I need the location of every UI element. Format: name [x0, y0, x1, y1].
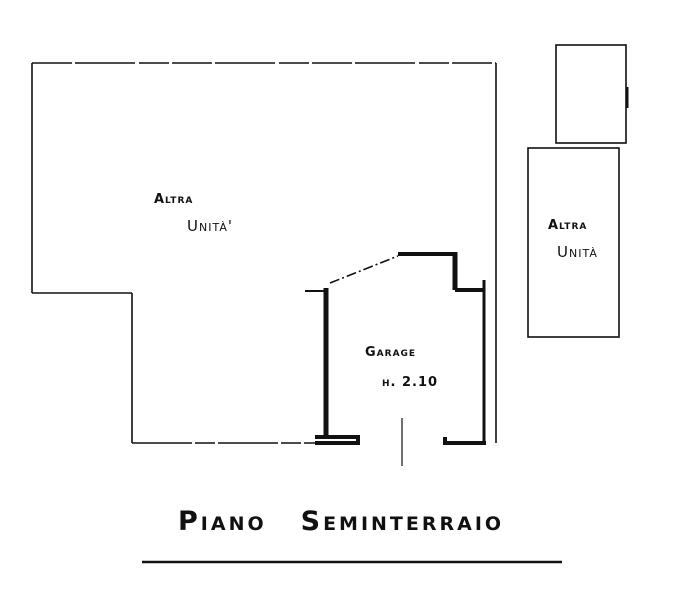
garage-height-label: h. 2.10 [382, 375, 439, 390]
garage-walls [305, 252, 486, 466]
floor-title: Piano Seminterraio [178, 506, 504, 537]
altra-unita-right-outline [527, 147, 620, 338]
altra-unita-right-label-line1: Altra [548, 218, 588, 233]
garage-label: Garage [365, 345, 417, 360]
floor-title-word2: Seminterraio [300, 506, 505, 537]
altra-unita-main-label-line1: Altra [154, 192, 194, 207]
altra-unita-main-label-line2: Unità' [187, 217, 233, 235]
floor-title-word1: Piano [178, 506, 267, 537]
altra-unita-right-label-line2: Unità [557, 243, 598, 261]
altra-unita-main-outline [31, 62, 497, 444]
small-adjacent-unit-outline [555, 44, 627, 144]
